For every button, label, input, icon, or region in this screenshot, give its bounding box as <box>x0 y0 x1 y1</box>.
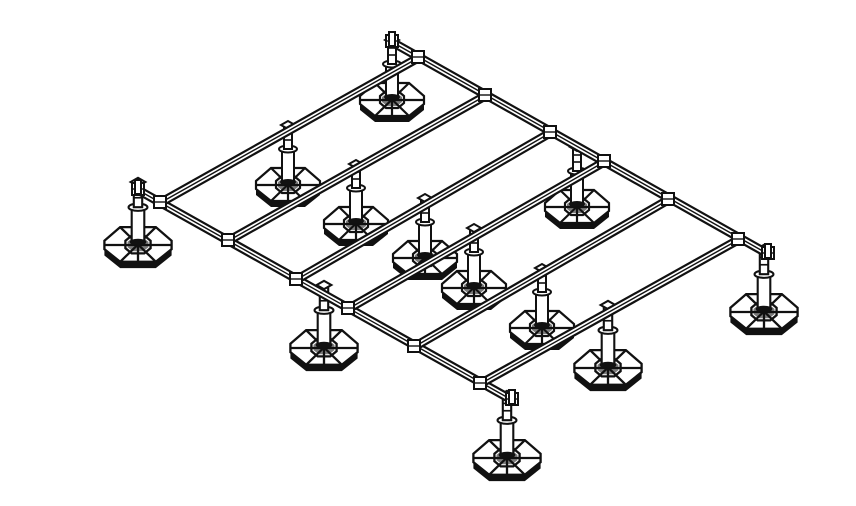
rail-end-post <box>508 389 516 405</box>
rail-end-post <box>134 179 142 195</box>
clamps-layer <box>131 31 775 406</box>
pedestal-icon <box>358 34 426 124</box>
pedestals-layer <box>103 34 799 483</box>
rail-end-post <box>764 243 772 259</box>
rail-end-post <box>388 31 396 47</box>
rails-layer <box>134 37 772 405</box>
